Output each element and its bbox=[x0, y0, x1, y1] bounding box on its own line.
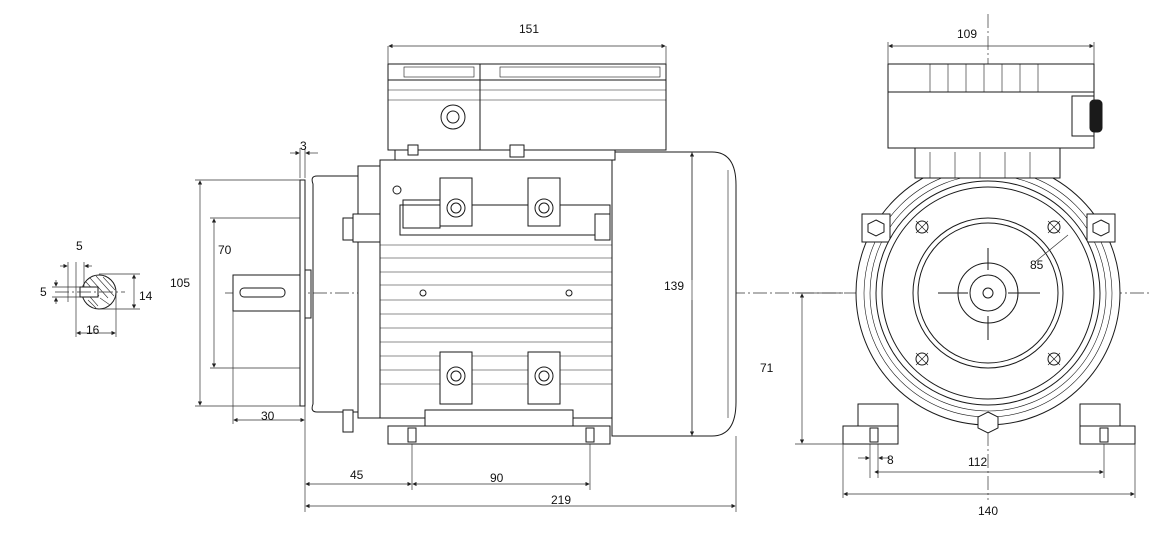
dim-foot-width: 140 bbox=[978, 504, 998, 518]
side-foot bbox=[387, 425, 611, 445]
dim-shaft-height: 71 bbox=[760, 361, 774, 375]
dim-foot-spacing-side: 90 bbox=[490, 471, 504, 485]
motor-body bbox=[379, 159, 613, 419]
terminal-box-front bbox=[887, 63, 1103, 179]
end-shield bbox=[357, 165, 381, 419]
dim-flange-dia: 105 bbox=[170, 276, 190, 290]
dim-pcd: 85 bbox=[1030, 258, 1044, 272]
dim-overall-length: 219 bbox=[551, 493, 571, 507]
side-view: 151 3 105 70 30 45 90 219 139 bbox=[170, 22, 800, 512]
dim-foot-spacing-front: 112 bbox=[968, 455, 987, 469]
dim-motor-dia: 139 bbox=[664, 279, 684, 293]
front-view: 109 85 71 8 112 140 bbox=[760, 14, 1150, 518]
cooling-fins bbox=[380, 244, 612, 385]
dim-flange-to-foot: 45 bbox=[350, 468, 364, 482]
dim-keyway-width: 5 bbox=[76, 239, 83, 253]
dim-terminal-box-width: 109 bbox=[957, 27, 977, 41]
dim-key-height: 5 bbox=[40, 285, 47, 299]
dim-spigot-dia: 70 bbox=[218, 243, 232, 257]
dim-flange-thickness: 3 bbox=[300, 139, 307, 153]
shaft-section-view: 5 5 14 16 bbox=[40, 239, 153, 337]
dim-shaft-length: 30 bbox=[261, 409, 275, 423]
shaft-key bbox=[239, 287, 286, 298]
dim-terminal-box-length: 151 bbox=[519, 22, 539, 36]
terminal-box-side bbox=[387, 63, 667, 161]
flange bbox=[299, 179, 306, 407]
dim-shaft-section-16: 16 bbox=[86, 323, 100, 337]
dim-foot-hole: 8 bbox=[887, 453, 894, 467]
front-bolt-holes bbox=[915, 220, 1061, 366]
dim-shaft-section-14: 14 bbox=[139, 289, 153, 303]
fan-cover bbox=[611, 151, 737, 437]
shaft bbox=[232, 274, 306, 312]
